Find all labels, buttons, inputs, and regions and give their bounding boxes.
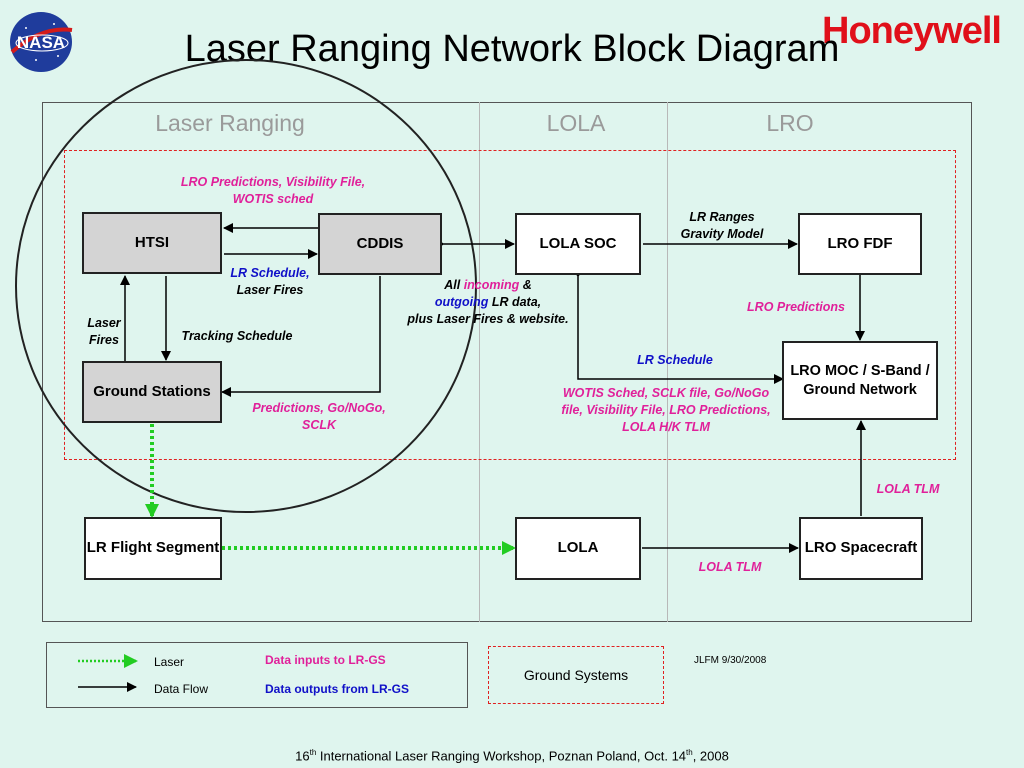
htsi-box: HTSI <box>82 212 222 274</box>
label-predictions-gonogo: Predictions, Go/NoGo, SCLK <box>252 401 386 432</box>
legend-data-outputs: Data outputs from LR-GS <box>265 682 409 696</box>
legend-box <box>46 642 468 708</box>
label-lro-predictions-visibility: LRO Predictions, Visibility File, WOTIS … <box>180 175 366 206</box>
page-title: Laser Ranging Network Block Diagram <box>184 28 840 70</box>
label-laser-fires: Laser Fires <box>87 316 121 347</box>
lr-flight-segment-box: LR Flight Segment <box>84 517 222 580</box>
jlfm-date: JLFM 9/30/2008 <box>694 655 767 666</box>
legend-dataflow-label: Data Flow <box>154 682 209 696</box>
label-lr-schedule: LR Schedule <box>637 353 713 367</box>
cddis-box: CDDIS <box>318 213 442 275</box>
lro-moc-box: LRO MOC / S-Band / Ground Network <box>782 341 938 420</box>
column-header-laser-ranging: Laser Ranging <box>155 110 305 136</box>
legend-data-inputs: Data inputs to LR-GS <box>265 653 386 667</box>
column-divider-1 <box>479 102 480 622</box>
label-wotis-sched: WOTIS Sched, SCLK file, Go/NoGo file, Vi… <box>561 386 771 434</box>
lola-box: LOLA <box>515 517 641 580</box>
label-lr-schedule-laser-fires: LR Schedule, Laser Fires <box>230 266 310 297</box>
lro-fdf-box: LRO FDF <box>798 213 922 275</box>
ground-stations-box: Ground Stations <box>82 361 222 423</box>
honeywell-logo: Honeywell <box>822 10 1002 52</box>
label-lro-predictions: LRO Predictions <box>747 300 845 314</box>
label-lola-tlm-upper: LOLA TLM <box>876 482 940 496</box>
legend-laser-label: Laser <box>154 655 185 669</box>
label-tracking-schedule: Tracking Schedule <box>181 329 293 343</box>
label-all-incoming-outgoing: All incoming & outgoing LR data, plus La… <box>407 278 569 326</box>
column-header-lola: LOLA <box>546 110 606 136</box>
lola-soc-box: LOLA SOC <box>515 213 641 275</box>
legend-ground-systems: Ground Systems <box>488 646 664 704</box>
nasa-logo: NASA <box>6 6 76 76</box>
lro-spacecraft-box: LRO Spacecraft <box>799 517 923 580</box>
label-lola-tlm-lower: LOLA TLM <box>698 560 762 574</box>
svg-text:NASA: NASA <box>17 33 65 52</box>
label-lr-ranges: LR Ranges Gravity Model <box>680 210 764 241</box>
footer-text: 16th International Laser Ranging Worksho… <box>295 748 729 764</box>
column-header-lro: LRO <box>766 110 814 136</box>
